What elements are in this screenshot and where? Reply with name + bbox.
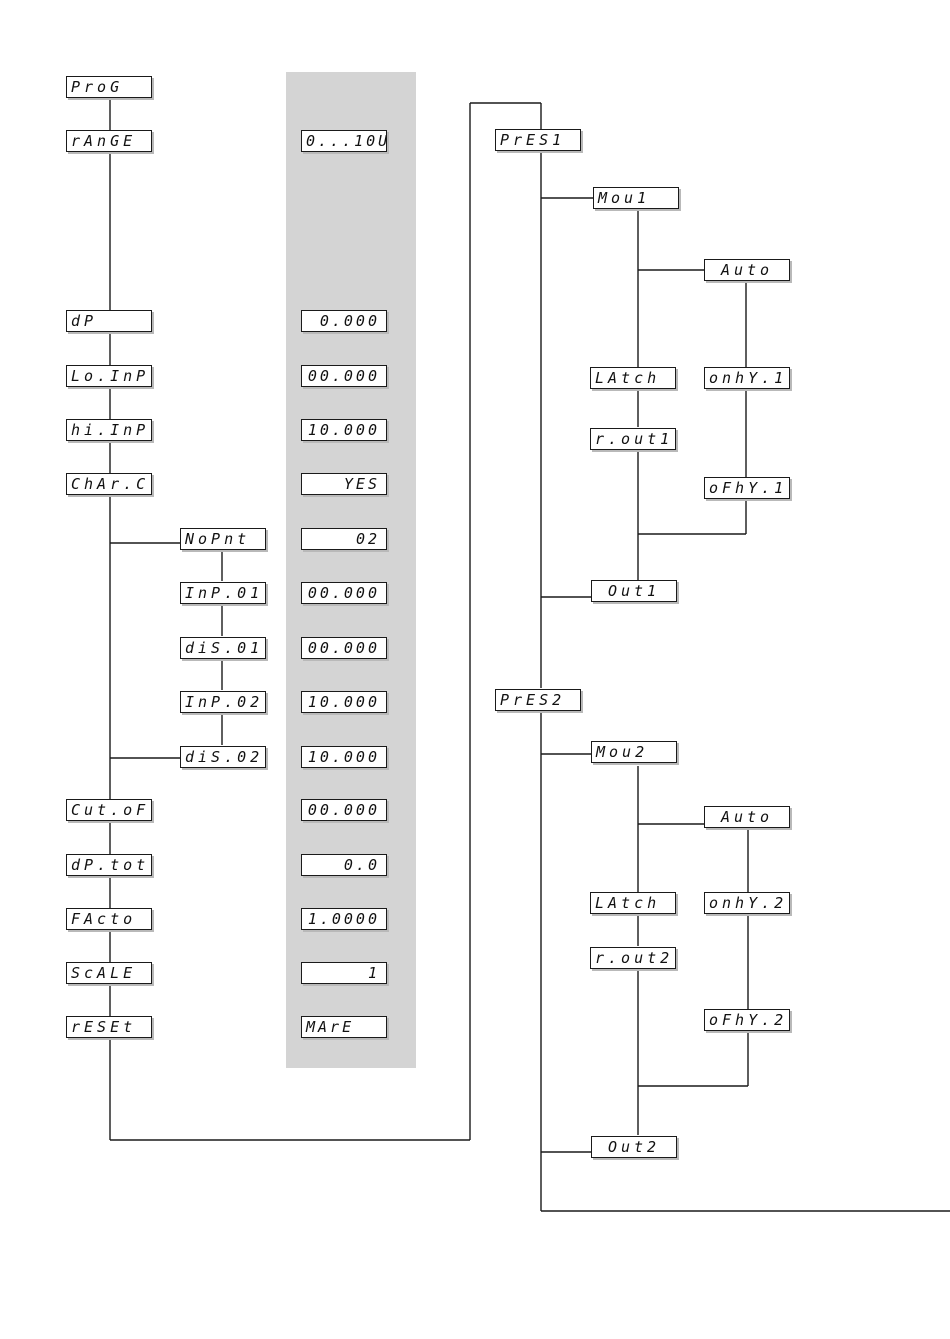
preset1-latch[interactable]: LAtch [590,367,676,389]
default-nopnt: 02 [301,528,387,550]
default-dis02: 10.000 [301,746,387,768]
submenu-dis01[interactable]: diS.01 [180,637,266,659]
menu-scale[interactable]: ScALE [66,962,152,984]
default-inp01: 00.000 [301,582,387,604]
menu-preset1[interactable]: PrES1 [495,129,581,151]
submenu-inp02[interactable]: InP.02 [180,691,266,713]
menu-facto[interactable]: FActo [66,908,152,930]
menu-range[interactable]: rAnGE [66,130,152,152]
menu-preset2[interactable]: PrES2 [495,689,581,711]
preset1-onhy[interactable]: onhY.1 [704,367,790,389]
preset2-out[interactable]: Out2 [591,1136,677,1158]
default-dp: 0.000 [301,310,387,332]
menu-dptot[interactable]: dP.tot [66,854,152,876]
preset1-mode[interactable]: Mou1 [593,187,679,209]
submenu-inp01[interactable]: InP.01 [180,582,266,604]
menu-cutof[interactable]: Cut.oF [66,799,152,821]
menu-lo-inp[interactable]: Lo.InP [66,365,152,387]
submenu-nopnt[interactable]: NoPnt [180,528,266,550]
preset2-latch[interactable]: LAtch [590,892,676,914]
preset2-auto[interactable]: Auto [704,806,790,828]
menu-dp[interactable]: dP [66,310,152,332]
default-charc: YES [301,473,387,495]
default-reset: MArE [301,1016,387,1038]
default-dis01: 00.000 [301,637,387,659]
default-scale: 1 [301,962,387,984]
preset1-out[interactable]: Out1 [591,580,677,602]
preset2-ofhy[interactable]: oFhY.2 [704,1009,790,1031]
menu-charc[interactable]: ChAr.C [66,473,152,495]
default-range: 0...10U [301,130,387,152]
default-hi-inp: 10.000 [301,419,387,441]
preset2-rout[interactable]: r.out2 [590,947,676,969]
default-cutof: 00.000 [301,799,387,821]
menu-reset[interactable]: rESEt [66,1016,152,1038]
preset2-onhy[interactable]: onhY.2 [704,892,790,914]
preset1-auto[interactable]: Auto [704,259,790,281]
menu-hi-inp[interactable]: hi.InP [66,419,152,441]
preset1-ofhy[interactable]: oFhY.1 [704,477,790,499]
default-facto: 1.0000 [301,908,387,930]
menu-prog[interactable]: ProG [66,76,152,98]
submenu-dis02[interactable]: diS.02 [180,746,266,768]
default-dptot: 0.0 [301,854,387,876]
default-inp02: 10.000 [301,691,387,713]
preset1-rout[interactable]: r.out1 [590,428,676,450]
default-lo-inp: 00.000 [301,365,387,387]
preset2-mode[interactable]: Mou2 [591,741,677,763]
